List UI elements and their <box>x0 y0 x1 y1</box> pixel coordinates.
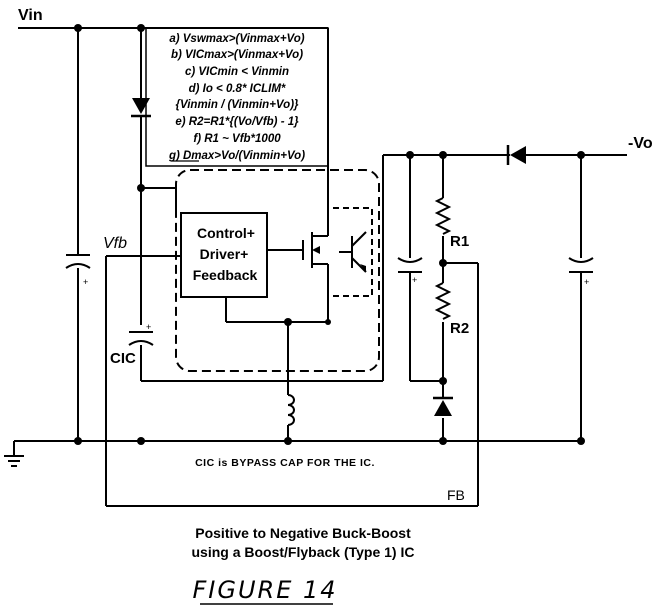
vout-label: -Vo <box>628 135 653 152</box>
fb-label: FB <box>447 487 465 503</box>
bjt-collector <box>351 231 367 247</box>
equation-b: b) VICmax>(Vinmax+Vo) <box>171 49 303 61</box>
inductor-symbol <box>287 394 295 426</box>
bypass-note: CIC is BYPASS CAP FOR THE IC. <box>195 457 375 469</box>
equation-c: c) VICmin < Vinmin <box>185 66 289 78</box>
design-equations: a) Vswmax>(Vinmax+Vo) b) VICmax>(Vinmax+… <box>168 33 305 162</box>
vfb-label: Vfb <box>103 235 127 252</box>
control-line-2: Driver+ <box>200 246 249 262</box>
bjt-arrow <box>360 264 366 272</box>
r2-symbol <box>434 282 452 320</box>
equation-g: g) Dmax>Vo/(Vinmin+Vo) <box>168 150 305 162</box>
caption-line-2: using a Boost/Flyback (Type 1) IC <box>191 544 414 560</box>
svg-text:+: + <box>146 322 151 332</box>
bjt-emitter <box>351 257 367 273</box>
r1-symbol <box>434 197 452 235</box>
r1-label: R1 <box>450 233 469 250</box>
equation-f: f) R1 ~ Vfb*1000 <box>193 133 281 145</box>
output-diode-symbol <box>510 146 526 164</box>
vin-label: Vin <box>18 7 43 24</box>
svg-text:+: + <box>584 277 589 287</box>
internal-device-dashed <box>333 207 373 297</box>
equation-d: d) Io < 0.8* ICLIM* <box>189 83 286 95</box>
cic-plate-bottom <box>128 340 154 346</box>
equations-box <box>145 27 329 167</box>
control-line-1: Control+ <box>197 225 255 241</box>
equation-d-cont: {Vinmin / (Vinmin+Vo)} <box>176 99 300 111</box>
vin-cap-plate-bottom <box>65 263 91 269</box>
equation-e: e) R2=R1*{(Vo/Vfb) - 1} <box>175 116 299 128</box>
equation-a: a) Vswmax>(Vinmax+Vo) <box>169 33 304 45</box>
cout1-plate-top <box>397 257 423 263</box>
control-line-3: Feedback <box>193 267 258 283</box>
polarity-marks: + + + + <box>83 275 589 332</box>
mosfet-arrow <box>312 246 320 254</box>
figure-label: FIGURE 14 <box>192 576 337 604</box>
input-diode-symbol <box>132 98 150 114</box>
cout2-plate-top <box>568 257 594 263</box>
ic-boundary-dashed <box>175 169 380 372</box>
junction-dots <box>74 24 585 445</box>
r2-label: R2 <box>450 320 469 337</box>
svg-text:+: + <box>412 275 417 285</box>
lower-diode-symbol <box>434 400 452 416</box>
control-block-text: Control+ Driver+ Feedback <box>193 225 258 283</box>
caption-line-1: Positive to Negative Buck-Boost <box>195 525 411 541</box>
cic-label: CIC <box>110 350 136 367</box>
svg-text:+: + <box>83 277 88 287</box>
